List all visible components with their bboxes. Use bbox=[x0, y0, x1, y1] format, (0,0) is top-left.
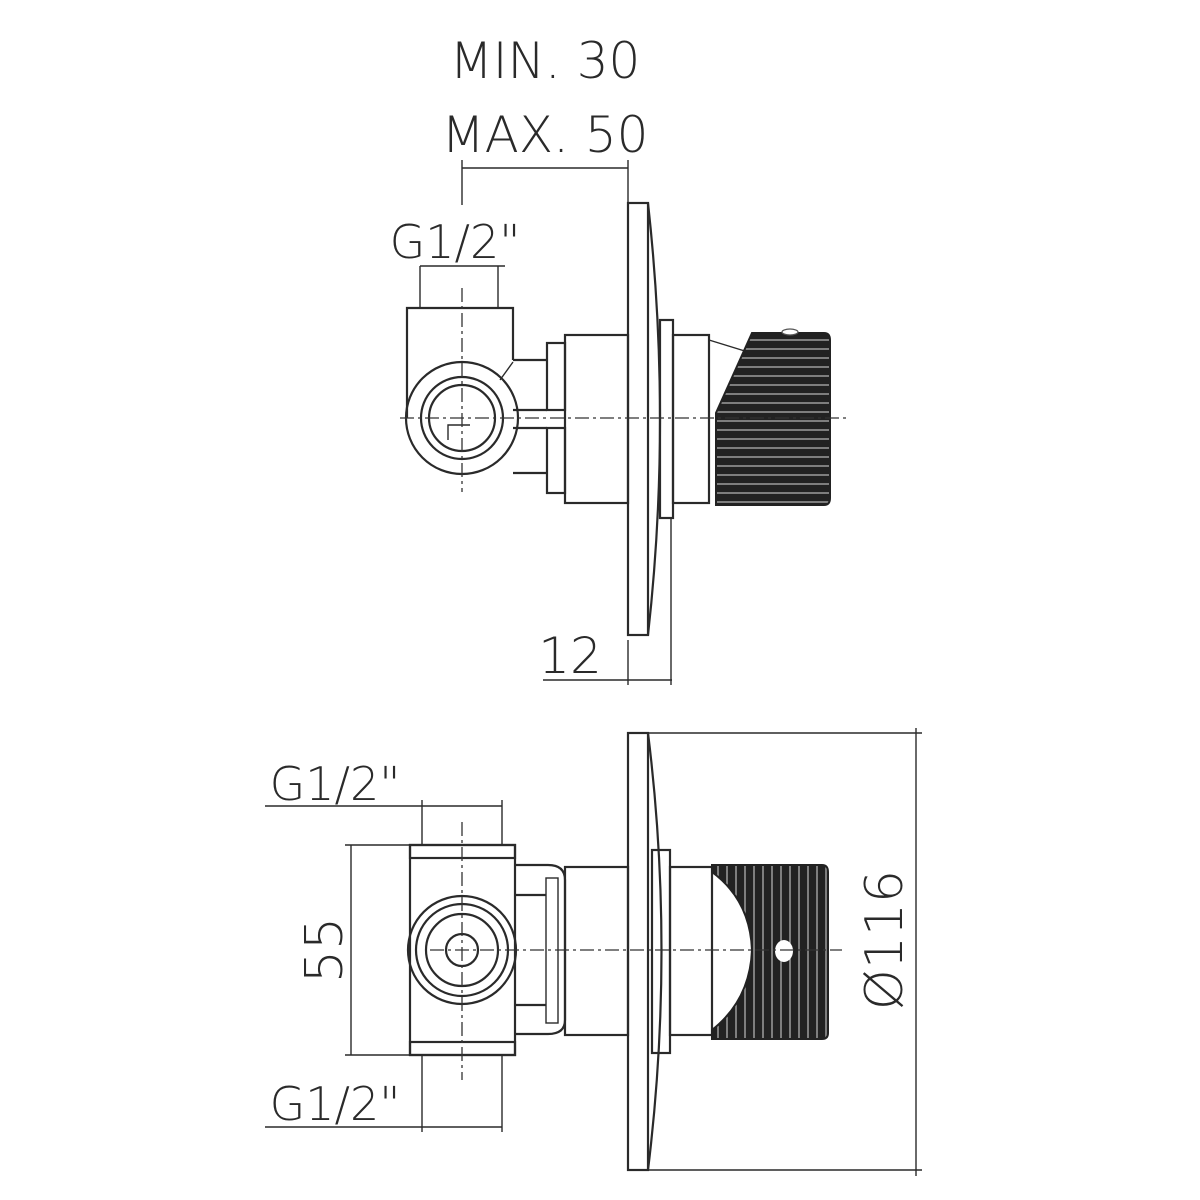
inlet-thread-label: G1/2" bbox=[390, 215, 521, 269]
inlet-bottom-dimension bbox=[265, 1055, 503, 1132]
spindle-housing bbox=[671, 333, 711, 505]
inlet-thread-dimension bbox=[419, 265, 505, 308]
cover-plate bbox=[626, 731, 663, 1172]
control-knob bbox=[715, 332, 831, 506]
spindle-housing bbox=[668, 865, 714, 1037]
depth-min-label: MIN. 30 bbox=[450, 32, 641, 90]
elbow-fitting bbox=[404, 306, 547, 476]
plate-thickness-dimension bbox=[543, 518, 672, 685]
plate-diameter-dimension bbox=[648, 728, 922, 1176]
top-view: MIN. 30 MAX. 50 G1/2" bbox=[390, 32, 848, 685]
depth-dimension-line bbox=[461, 160, 629, 205]
plate-flange bbox=[658, 318, 675, 520]
knob-indicator-hole bbox=[775, 940, 793, 962]
control-knob bbox=[711, 864, 829, 1040]
inlet-top-dimension bbox=[265, 800, 503, 845]
inlet-bottom-thread-label: G1/2" bbox=[270, 1077, 401, 1131]
body-height-dimension bbox=[345, 844, 410, 1056]
inlet-top-thread-label: G1/2" bbox=[270, 757, 401, 811]
valve-body bbox=[563, 333, 630, 505]
cover-plate bbox=[626, 201, 662, 637]
bottom-view: G1/2" 55 bbox=[265, 728, 922, 1176]
plate-diameter-label: Ø116 bbox=[855, 870, 915, 1010]
plate-thickness-label: 12 bbox=[538, 627, 602, 685]
valve-body bbox=[563, 865, 630, 1037]
body-height-label: 55 bbox=[295, 917, 355, 983]
depth-max-label: MAX. 50 bbox=[441, 106, 648, 164]
